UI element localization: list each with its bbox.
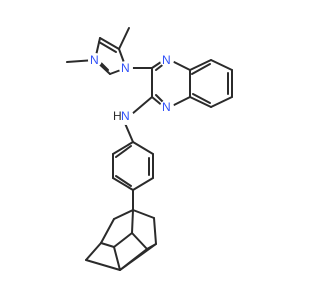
bond — [192, 93, 211, 104]
bond — [100, 218, 115, 244]
atom-n-amine: N — [121, 109, 130, 123]
structure-canvas: N N N N N H — [66, 27, 233, 271]
bond — [113, 232, 133, 248]
bond — [189, 59, 212, 71]
bond — [85, 242, 102, 261]
bond — [131, 209, 134, 234]
atom-n-pyrazole-1: N — [121, 61, 130, 75]
bond — [112, 177, 134, 191]
bond — [153, 217, 157, 245]
bond — [115, 145, 132, 158]
atom-h-amine: H — [113, 109, 122, 123]
bond — [99, 37, 120, 50]
atom-background — [160, 100, 174, 114]
bond — [132, 177, 154, 191]
atom-background — [118, 109, 134, 125]
atom-n-quinoxaline-bottom: N — [162, 100, 171, 114]
bond — [189, 96, 212, 108]
atom-n-quinoxaline-top: N — [162, 53, 171, 67]
bond — [210, 59, 233, 71]
bond — [131, 96, 153, 115]
bond — [113, 246, 121, 271]
bond — [98, 41, 117, 53]
bond — [118, 27, 130, 50]
bond — [131, 232, 148, 250]
bond — [132, 209, 155, 219]
bond — [191, 63, 211, 75]
atom-background — [119, 61, 133, 75]
bond — [119, 243, 157, 271]
bond — [112, 141, 134, 155]
bond — [100, 242, 115, 248]
molecule-structure: N N N N N H — [66, 27, 233, 271]
atom-layer: N N N N N H — [88, 53, 174, 125]
atom-n-pyrazole-2: N — [90, 53, 99, 67]
bond — [113, 209, 134, 220]
bond — [210, 96, 233, 108]
atom-background — [160, 53, 174, 67]
atom-background — [88, 53, 102, 67]
bond — [85, 259, 121, 271]
bond — [132, 141, 154, 155]
bond — [115, 175, 132, 187]
